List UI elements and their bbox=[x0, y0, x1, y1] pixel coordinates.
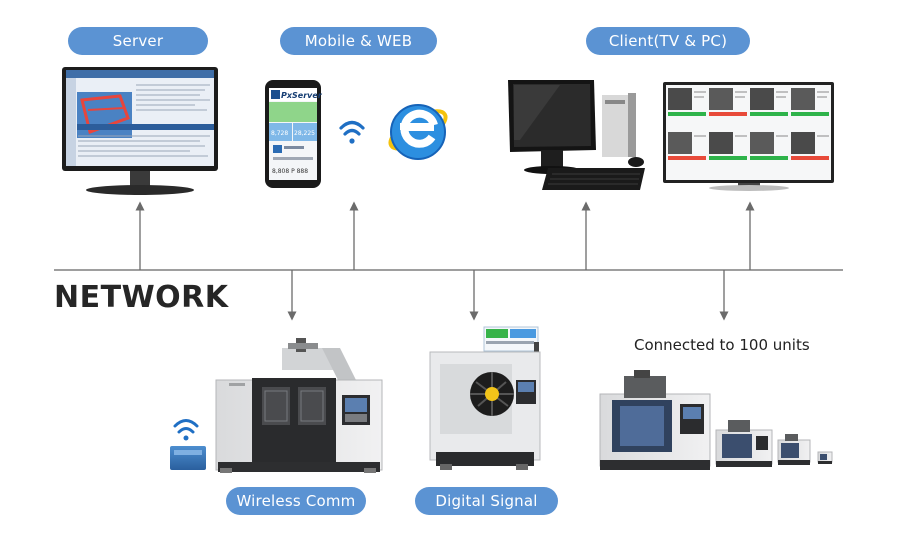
phone-value-a: 8,728 bbox=[271, 130, 288, 137]
downlink-arrows bbox=[287, 270, 729, 321]
tv-icon bbox=[663, 82, 834, 191]
cnc-machine-icon bbox=[215, 338, 383, 473]
mobile-web-label: Mobile & WEB bbox=[280, 27, 437, 55]
digital-signal-label: Digital Signal bbox=[415, 487, 558, 515]
phone-value-b: 28,225 bbox=[294, 130, 315, 137]
server-label: Server bbox=[68, 27, 208, 55]
wifi-icon bbox=[339, 120, 365, 144]
monitor-icon bbox=[62, 67, 218, 195]
uplink-arrows bbox=[135, 201, 755, 270]
smartphone-icon: PxServer 8,728 28,225 8,808 P 888 bbox=[265, 80, 323, 188]
digital-signal-machine-icon bbox=[429, 326, 541, 470]
network-title: NETWORK bbox=[54, 280, 229, 315]
wireless-module-icon bbox=[170, 419, 206, 470]
phone-footer: 8,808 P 888 bbox=[272, 168, 308, 175]
machine-fleet-icon bbox=[599, 370, 833, 470]
connected-units-label: Connected to 100 units bbox=[634, 336, 810, 354]
wireless-comm-label: Wireless Comm bbox=[226, 487, 366, 515]
ie-icon bbox=[388, 104, 448, 160]
client-label: Client(TV & PC) bbox=[586, 27, 750, 55]
phone-app-name: PxServer bbox=[281, 91, 323, 100]
desktop-pc-icon bbox=[508, 80, 645, 190]
